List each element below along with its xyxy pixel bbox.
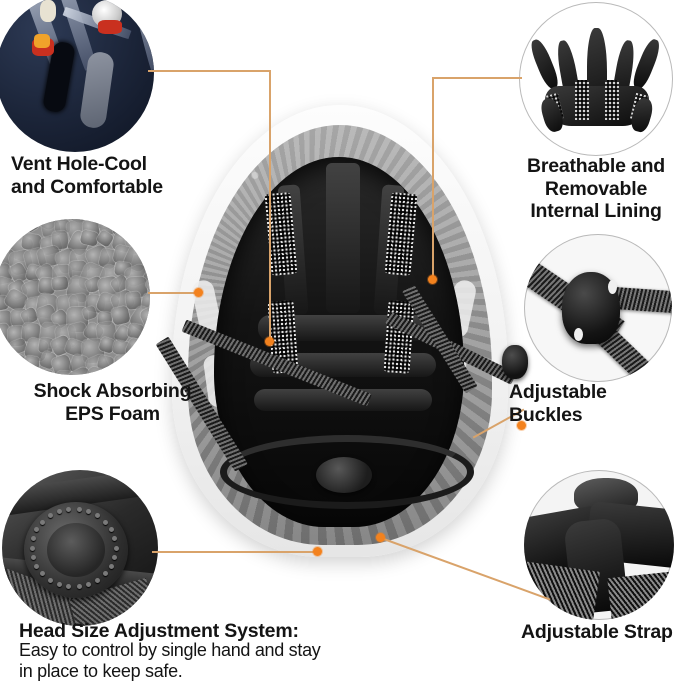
eps-foam-texture-closeup xyxy=(0,219,150,375)
callout-dot-adjustable-buckles xyxy=(517,421,526,430)
navy-helmet-shell-vent-closeup xyxy=(0,0,154,152)
inset-artwork xyxy=(0,0,154,152)
helmet-center-pad xyxy=(326,163,360,313)
callout-dot-internal-lining xyxy=(428,275,437,284)
adjustment-dial-closeup xyxy=(2,470,158,626)
connector-line-head-size xyxy=(152,551,318,553)
connector-line-vent-hole xyxy=(148,70,270,72)
callout-dot-adjustable-strap xyxy=(376,533,385,542)
caption-head-size-adjustment: Head Size Adjustment System: xyxy=(19,620,299,642)
chin-strap-pad-closeup xyxy=(524,470,674,620)
callout-dot-eps-foam xyxy=(194,288,203,297)
strap-buckle-closeup xyxy=(524,234,672,382)
removable-lining-pads-closeup xyxy=(519,2,673,156)
helmet-size-dial xyxy=(316,457,372,493)
inset-artwork xyxy=(524,470,674,620)
helmet-mesh-vent xyxy=(383,300,415,374)
helmet-rib xyxy=(254,389,432,411)
caption-head-size-adjustment-detail: Easy to control by single hand and stay … xyxy=(19,640,321,681)
inset-artwork xyxy=(0,219,150,375)
connector-line-internal-lining xyxy=(432,77,522,79)
helmet-retention-ring xyxy=(220,435,474,509)
caption-internal-lining: Breathable and Removable Internal Lining xyxy=(526,155,666,223)
helmet-strap-buckle xyxy=(502,345,528,379)
connector-line-eps-foam xyxy=(148,292,200,294)
helmet-interior-view xyxy=(150,105,530,575)
caption-vent-hole: Vent Hole-Cool and Comfortable xyxy=(11,153,163,198)
connector-line-vent-hole xyxy=(269,70,271,342)
callout-dot-vent-hole xyxy=(265,337,274,346)
inset-artwork xyxy=(2,470,158,626)
caption-adjustable-buckles: Adjustable Buckles xyxy=(509,381,607,426)
callout-dot-head-size xyxy=(313,547,322,556)
connector-line-internal-lining xyxy=(432,77,434,279)
caption-eps-foam: Shock Absorbing EPS Foam xyxy=(33,380,192,425)
inset-artwork xyxy=(519,2,673,156)
inset-artwork xyxy=(524,234,672,382)
caption-adjustable-strap: Adjustable Strap xyxy=(521,621,673,643)
